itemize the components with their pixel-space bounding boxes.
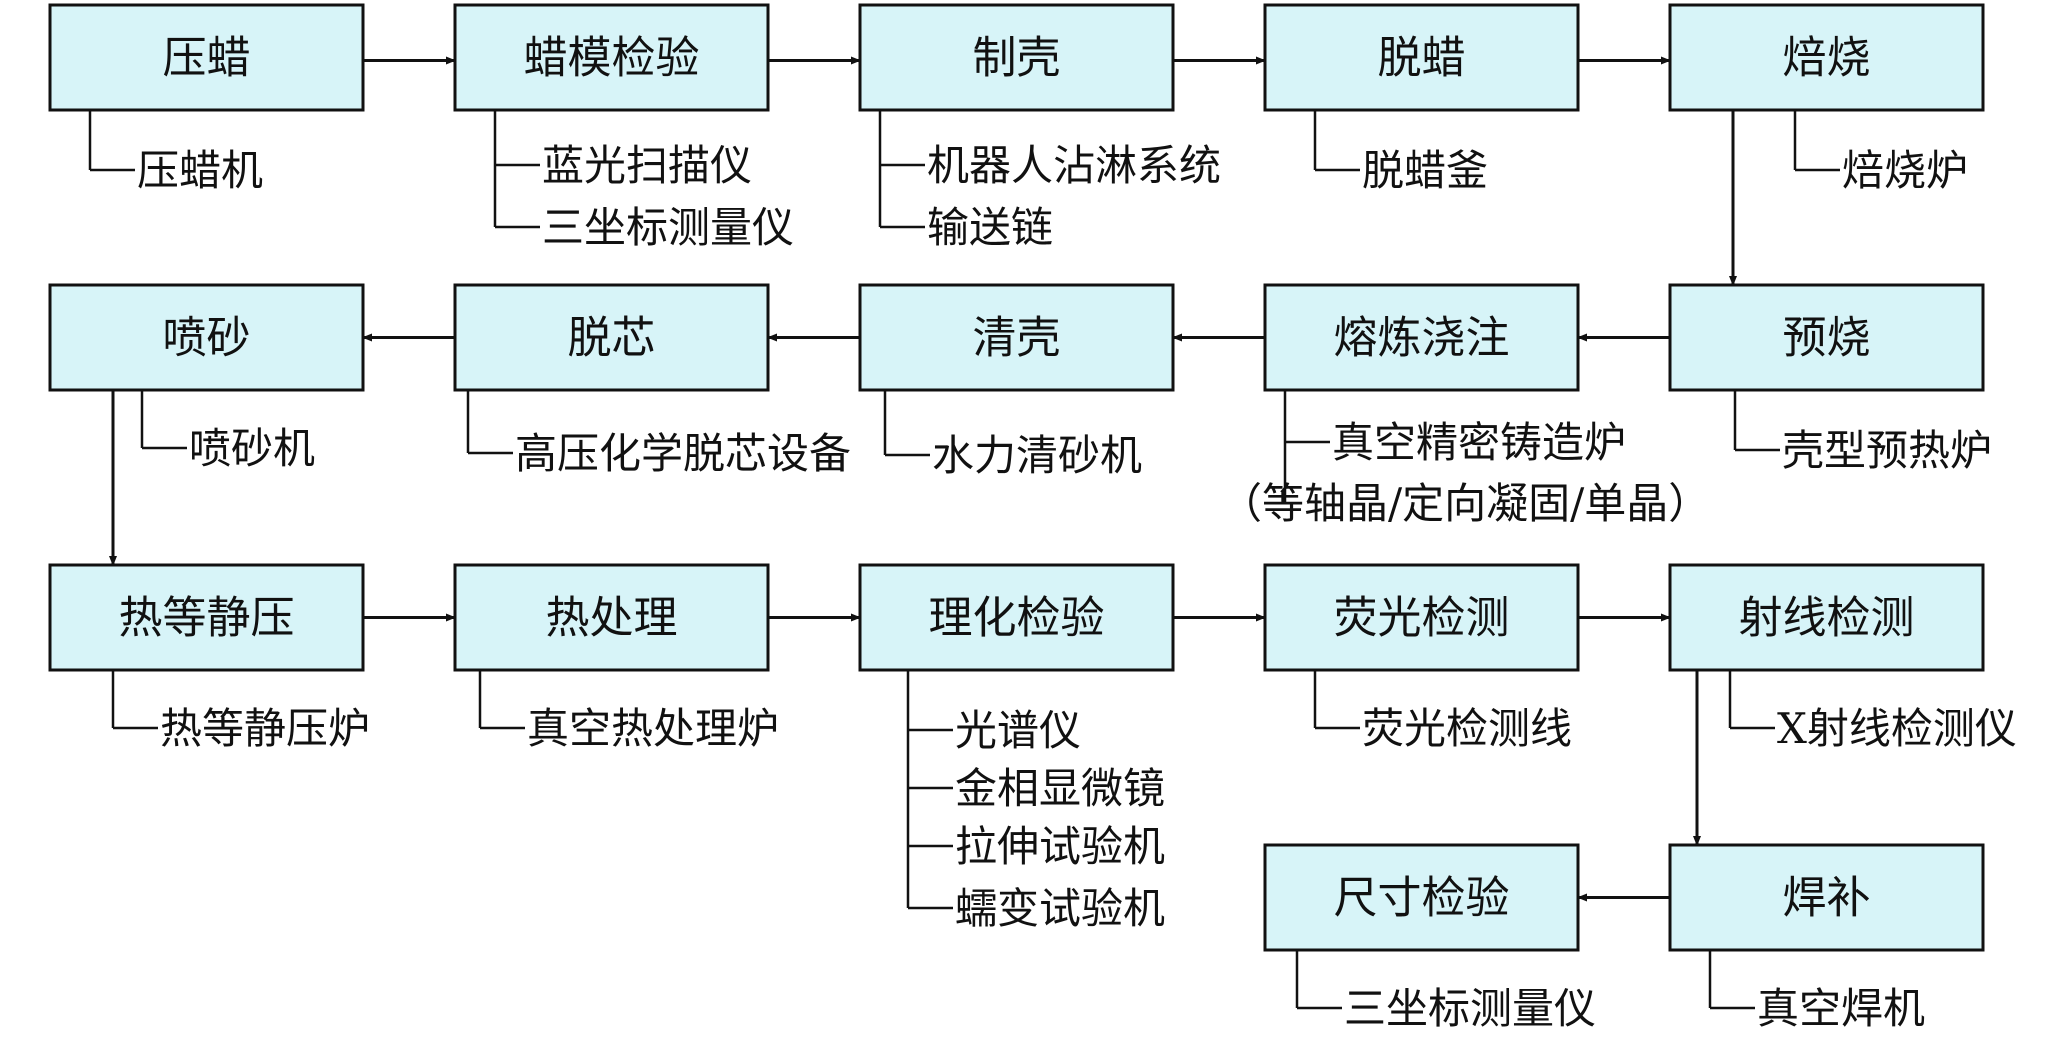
step-s10: 喷砂 (48, 283, 365, 392)
step-label: 热处理 (546, 593, 678, 644)
equipment-label: 高压化学脱芯设备 (515, 429, 851, 478)
equipment-group-s15: X射线检测仪 (1728, 670, 2017, 753)
step-label: 荧光检测 (1334, 593, 1510, 644)
step-s2: 蜡模检验 (453, 3, 770, 112)
step-label: 清壳 (973, 313, 1061, 364)
step-box (1668, 563, 1985, 672)
step-s16: 焊补 (1668, 843, 1985, 952)
equipment-group-s1: 压蜡机 (88, 110, 263, 195)
step-s15: 射线检测 (1668, 563, 1985, 672)
equipment-group-s7: 真空精密铸造炉 （等轴晶/定向凝固/单晶） (1220, 390, 1710, 528)
step-label: 脱蜡 (1378, 33, 1466, 84)
step-s11: 热等静压 (48, 563, 365, 672)
step-label: 焙烧 (1783, 33, 1871, 84)
step-label: 压蜡 (163, 33, 251, 84)
step-box (1668, 283, 1985, 392)
step-s17: 尺寸检验 (1263, 843, 1580, 952)
equipment-label: 荧光检测线 (1362, 704, 1572, 753)
equipment-label: X射线检测仪 (1777, 704, 2017, 753)
step-box (1263, 843, 1580, 952)
step-box (858, 3, 1175, 112)
equipment-label: 光谱仪 (955, 706, 1081, 755)
step-label: 喷砂 (163, 313, 251, 364)
step-s8: 清壳 (858, 283, 1175, 392)
equipment-label: 喷砂机 (189, 424, 315, 473)
step-box (48, 283, 365, 392)
equipment-group-s10: 喷砂机 (140, 390, 315, 473)
equipment-label: 三坐标测量仪 (542, 203, 794, 252)
step-box (1668, 3, 1985, 112)
equipment-group-s14: 荧光检测线 (1313, 670, 1572, 753)
equipment-group-s8: 水力清砂机 (883, 390, 1142, 480)
step-label: 尺寸检验 (1334, 873, 1510, 924)
equipment-group-s5: 焙烧炉 (1793, 110, 1968, 195)
equipment-label: 焙烧炉 (1842, 146, 1968, 195)
step-s5: 焙烧 (1668, 3, 1985, 112)
step-s14: 荧光检测 (1263, 563, 1580, 672)
equipment-note: （等轴晶/定向凝固/单晶） (1220, 479, 1710, 528)
step-box (453, 283, 770, 392)
step-s7: 熔炼浇注 (1263, 283, 1580, 392)
step-box (48, 3, 365, 112)
equipment-label: 压蜡机 (137, 146, 263, 195)
step-box (1668, 843, 1985, 952)
equipment-group-s9: 高压化学脱芯设备 (466, 390, 851, 478)
step-box (453, 3, 770, 112)
step-box (858, 563, 1175, 672)
equipment-group-s12: 真空热处理炉 (478, 670, 779, 753)
equipment-label: 真空热处理炉 (527, 704, 779, 753)
equipment-label: 热等静压炉 (160, 704, 370, 753)
step-box (453, 563, 770, 672)
step-label: 焊补 (1783, 873, 1871, 924)
equipment-group-s4: 脱蜡釜 (1313, 110, 1488, 195)
step-box (1263, 283, 1580, 392)
step-box (1263, 3, 1580, 112)
equipment-label: 金相显微镜 (955, 764, 1165, 813)
equipment-label: 输送链 (927, 203, 1053, 252)
step-s9: 脱芯 (453, 283, 770, 392)
equipment-label: 蠕变试验机 (955, 884, 1165, 933)
step-s4: 脱蜡 (1263, 3, 1580, 112)
step-label: 制壳 (973, 33, 1061, 84)
step-label: 理化检验 (929, 593, 1105, 644)
equipment-group-s11: 热等静压炉 (111, 670, 370, 753)
step-label: 蜡模检验 (524, 33, 700, 84)
step-box (858, 283, 1175, 392)
equipment-label: 真空焊机 (1757, 984, 1925, 1033)
equipment-label: 拉伸试验机 (955, 822, 1165, 871)
step-s13: 理化检验 (858, 563, 1175, 672)
equipment-label: 真空精密铸造炉 (1332, 418, 1626, 467)
step-label: 射线检测 (1739, 593, 1915, 644)
equipment-label: 脱蜡釜 (1362, 146, 1488, 195)
equipment-group-s6: 壳型预热炉 (1733, 390, 1992, 475)
equipment-label: 三坐标测量仪 (1344, 984, 1596, 1033)
step-s3: 制壳 (858, 3, 1175, 112)
step-label: 热等静压 (119, 593, 295, 644)
equipment-group-s17: 三坐标测量仪 (1295, 950, 1596, 1033)
equipment-label: 壳型预热炉 (1782, 426, 1992, 475)
equipment-label: 蓝光扫描仪 (542, 141, 752, 190)
step-box (48, 563, 365, 672)
step-s1: 压蜡 (48, 3, 365, 112)
step-label: 预烧 (1783, 313, 1871, 364)
step-s6: 预烧 (1668, 283, 1985, 392)
equipment-group-s16: 真空焊机 (1708, 950, 1925, 1033)
step-s12: 热处理 (453, 563, 770, 672)
equipment-label: 水力清砂机 (932, 431, 1142, 480)
step-label: 熔炼浇注 (1334, 313, 1510, 364)
equipment-label: 机器人沾淋系统 (927, 141, 1221, 190)
step-label: 脱芯 (568, 313, 656, 364)
step-box (1263, 563, 1580, 672)
